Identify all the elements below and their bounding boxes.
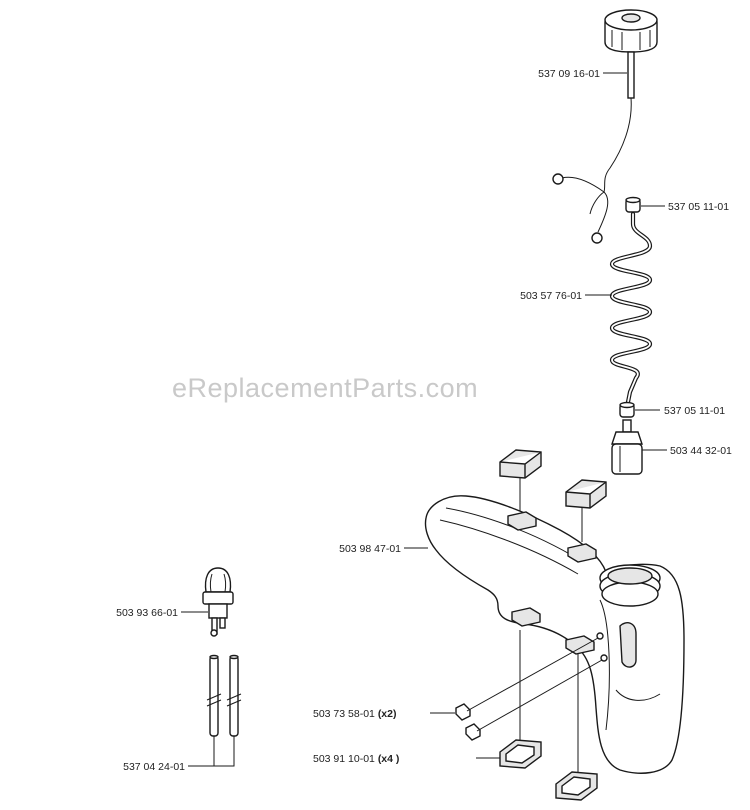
label-fuel-tank: 503 98 47-01 <box>339 543 401 555</box>
label-damper: 503 91 10-01 (x4 ) <box>313 753 399 765</box>
fuel-cap <box>552 9 658 244</box>
hose-fitting-bottom <box>619 401 635 418</box>
screw <box>455 703 481 741</box>
damper-top-left <box>499 449 542 479</box>
label-fuel-cap: 537 09 16-01 <box>538 68 600 80</box>
damper-bottom-right <box>555 771 598 801</box>
damper-bottom-left <box>499 739 542 769</box>
label-fuel-hose: 503 57 76-01 <box>520 290 582 302</box>
label-hose-fitting-top: 537 05 11-01 <box>668 201 729 213</box>
fuel-hose <box>609 211 653 405</box>
fuel-tank <box>424 495 685 774</box>
label-fuel-filter: 503 44 32-01 <box>670 445 732 457</box>
primer-bulb <box>202 567 234 637</box>
fuel-filter <box>611 419 643 475</box>
label-tubes: 537 04 24-01 <box>123 761 185 773</box>
label-screw: 503 73 58-01 (x2) <box>313 708 397 720</box>
hose-fitting-top <box>625 196 641 213</box>
watermark: eReplacementParts.com <box>172 373 478 403</box>
damper-top-right <box>565 479 607 509</box>
tubes <box>206 654 242 737</box>
label-hose-fitting-bottom: 537 05 11-01 <box>664 405 725 417</box>
label-primer-bulb: 503 93 66-01 <box>116 607 178 619</box>
